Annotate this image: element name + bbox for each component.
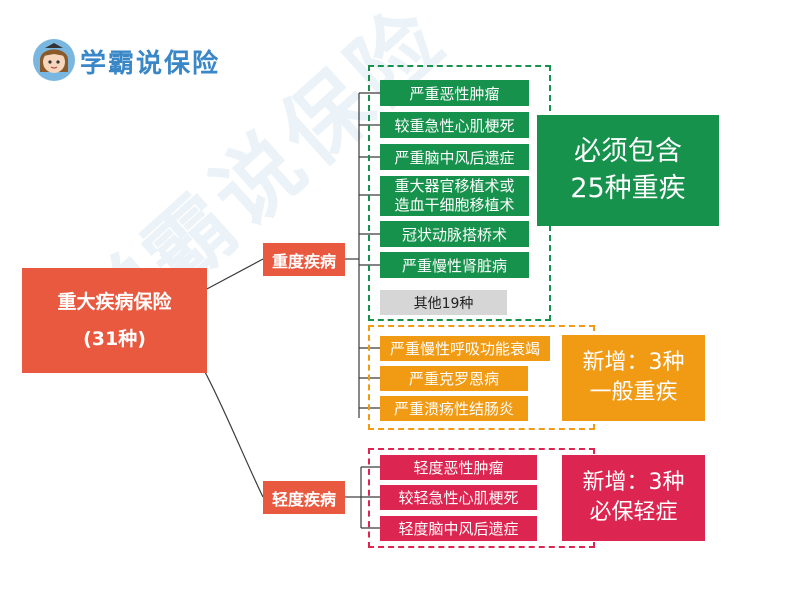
major-other: 其他19种 (380, 290, 507, 315)
avatar (32, 38, 76, 82)
root-count: (31种) (83, 327, 146, 350)
major-item: 冠状动脉搭桥术 (380, 221, 529, 247)
major-item: 较重急性心肌梗死 (380, 112, 529, 138)
category-mild: 轻度疾病 (263, 481, 345, 514)
major-item: 严重恶性肿瘤 (380, 80, 529, 106)
root-node: 重大疾病保险 (31种) (22, 268, 207, 373)
new-general-item: 严重克罗恩病 (380, 366, 528, 391)
callout-new-general: 新增：3种 一般重疾 (562, 335, 705, 421)
callout-green-line1: 必须包含 (574, 136, 682, 168)
major-item: 重大器官移植术或造血干细胞移植术 (380, 176, 529, 216)
callout-orange-line1: 新增：3种 (582, 350, 685, 376)
callout-new-mild: 新增：3种 必保轻症 (562, 455, 705, 541)
mild-item: 轻度脑中风后遗症 (380, 516, 537, 541)
callout-orange-line2: 一般重疾 (589, 380, 678, 405)
new-general-item: 严重慢性呼吸功能衰竭 (380, 336, 550, 361)
major-item: 严重脑中风后遗症 (380, 144, 529, 170)
mild-item: 较轻急性心肌梗死 (380, 485, 537, 510)
callout-green-line2: 25种重疾 (570, 172, 686, 204)
major-item: 严重慢性肾脏病 (380, 252, 529, 278)
brand-name: 学霸说保险 (80, 49, 221, 79)
mild-item: 轻度恶性肿瘤 (380, 455, 537, 480)
new-general-item: 严重溃疡性结肠炎 (380, 396, 528, 421)
category-major: 重度疾病 (263, 243, 345, 276)
root-title: 重大疾病保险 (57, 291, 172, 314)
callout-required-25: 必须包含 25种重疾 (537, 115, 719, 226)
callout-pink-line2: 必保轻症 (589, 500, 678, 525)
callout-pink-line1: 新增：3种 (582, 470, 685, 496)
